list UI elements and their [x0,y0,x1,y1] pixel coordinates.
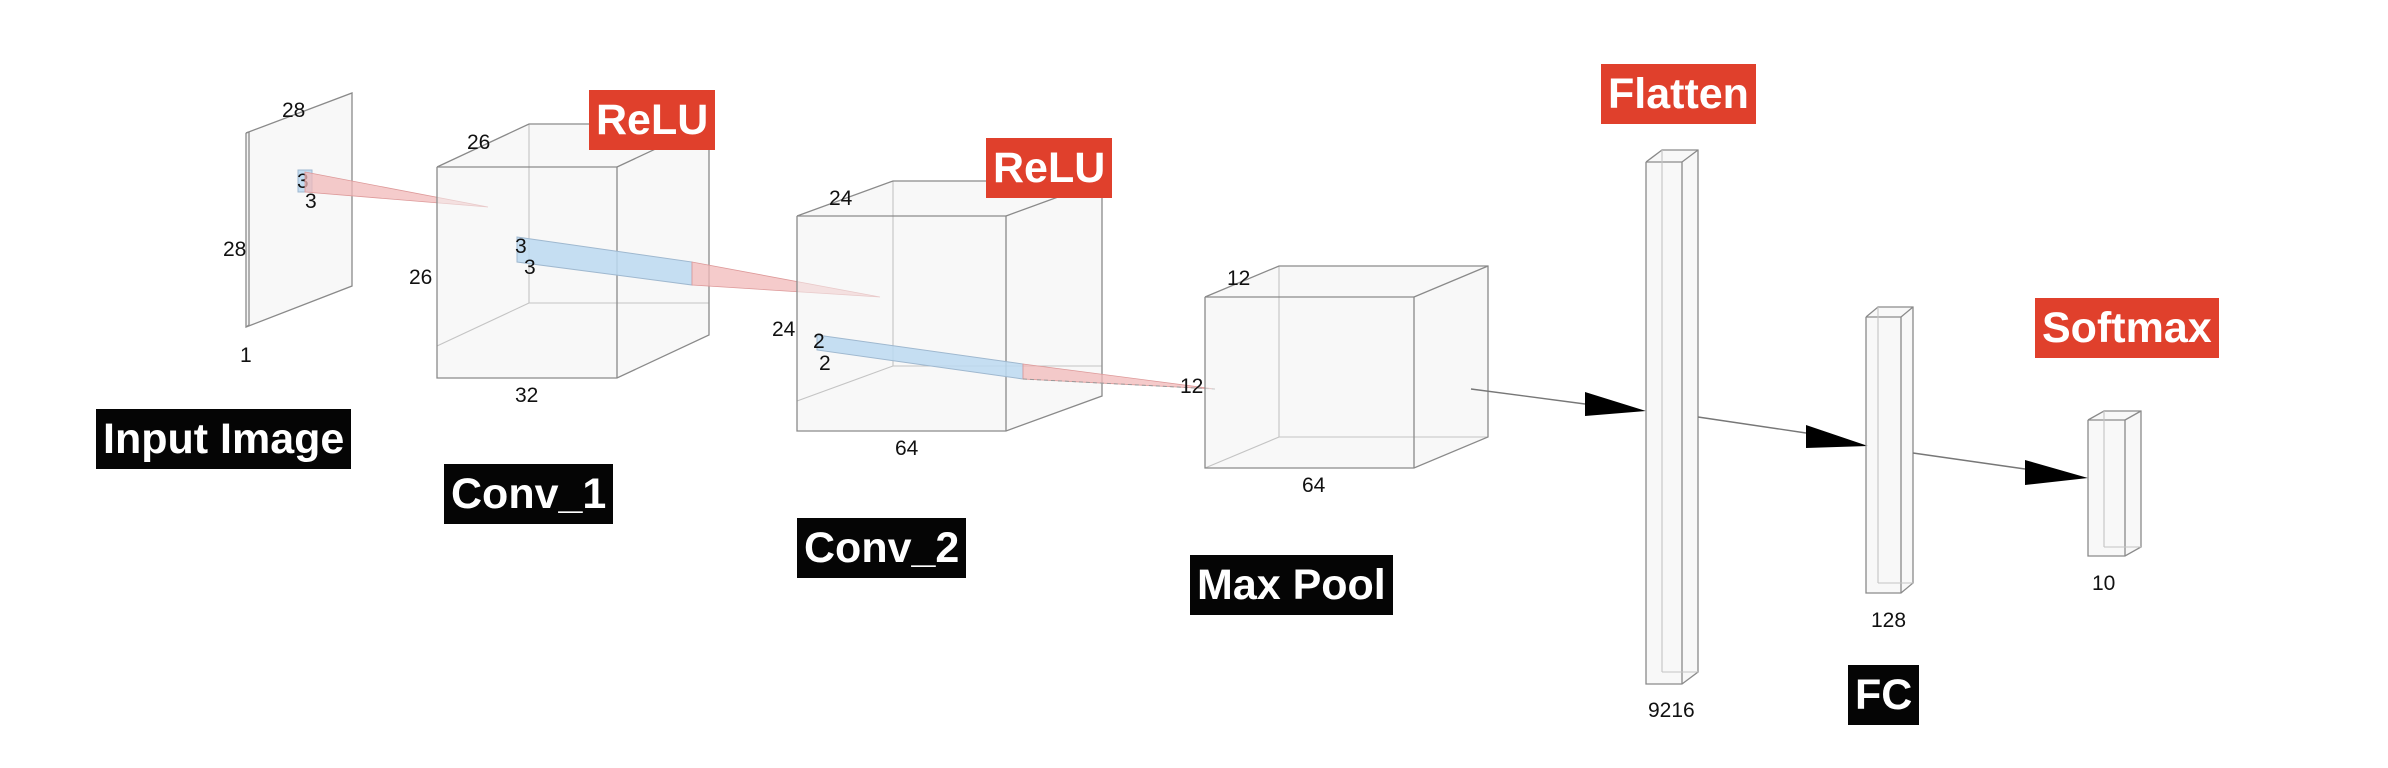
input-depth-label: 1 [240,344,252,367]
softmax-label: Softmax [2035,298,2219,358]
conv1-kernel-w-label: 3 [524,256,536,279]
conv1-activation-label: ReLU [589,90,716,150]
softmax-column [2087,410,2142,557]
fc-size-label: 128 [1871,609,1906,632]
connector-line-1 [1470,388,1586,405]
maxpool-width-label: 12 [1227,267,1250,290]
maxpool-depth-label: 64 [1302,474,1326,497]
conv2-depth-label: 64 [895,437,919,460]
maxpool-height-label: 12 [1180,375,1203,398]
input-width-label: 28 [282,99,305,122]
conv2-activation-label: ReLU [986,138,1113,198]
conv2-volume [796,180,1103,432]
input-height-label: 28 [223,238,246,261]
conv1-kernel-h-label: 3 [515,235,527,258]
conv2-height-label: 24 [772,318,796,341]
connector-line-3 [1912,452,2026,470]
conv2-kernel-w-label: 2 [819,352,831,375]
pool-projection [1022,363,1216,390]
conv2-kernel-h-label: 2 [813,330,825,353]
fc-column [1865,306,1914,594]
conv2-width-label: 24 [829,187,853,210]
conv1-label: Conv_1 [444,464,614,524]
maxpool-label: Max Pool [1190,555,1393,615]
flatten-column [1645,149,1699,685]
input-kernel-w-label: 3 [305,190,317,213]
maxpool-volume [1204,265,1489,469]
input-image-label: Input Image [96,409,352,469]
conv1-width-label: 26 [467,131,490,154]
fc-label: FC [1848,665,1920,725]
arrow-icon [2025,460,2088,485]
arrow-icon [1585,392,1646,416]
arrow-icon [1806,425,1868,448]
input-image-slab [245,92,353,328]
flatten-size-label: 9216 [1648,699,1695,722]
connector-line-2 [1697,416,1807,434]
conv2-label: Conv_2 [797,518,967,578]
softmax-size-label: 10 [2092,572,2115,595]
input-kernel-h-label: 3 [297,170,309,193]
conv1-height-label: 26 [409,266,432,289]
conv1-depth-label: 32 [515,384,538,407]
flatten-label: Flatten [1601,64,1756,124]
